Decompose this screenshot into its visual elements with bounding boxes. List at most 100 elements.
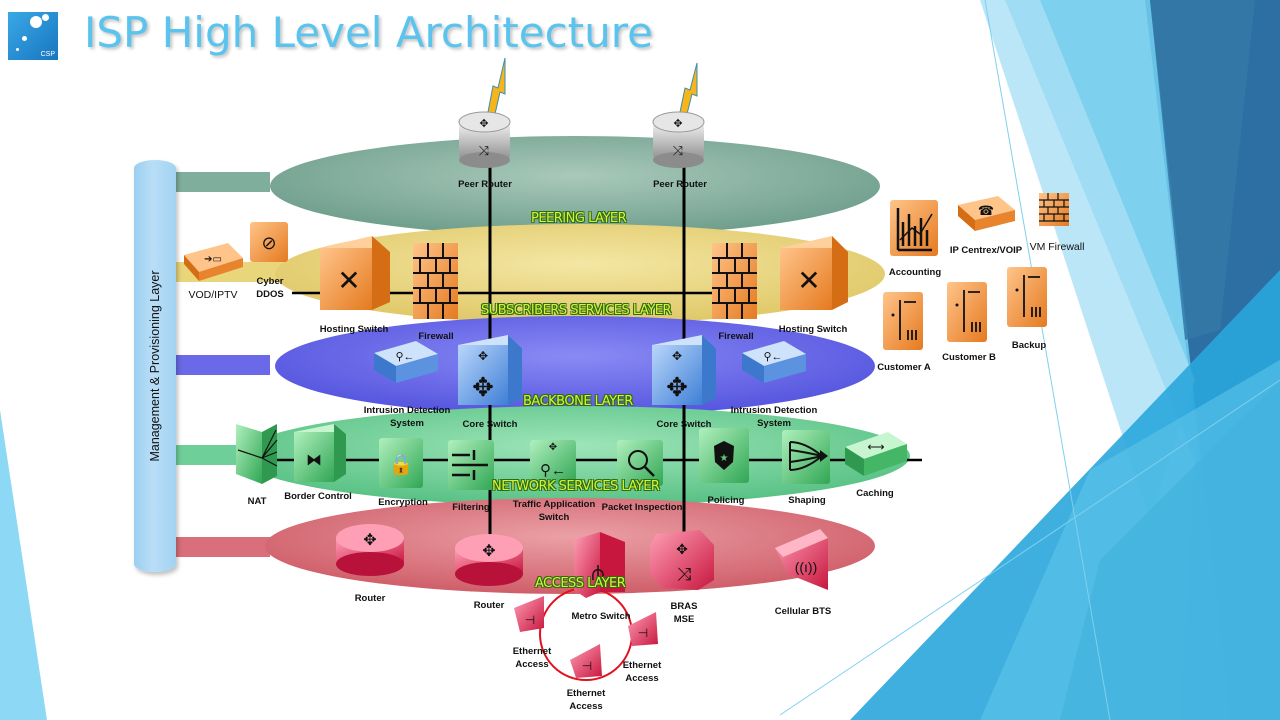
encryption-label: Encryption [378,497,428,508]
router-icon-2[interactable]: ✥ [455,534,523,586]
hosting-switch-label-right: Hosting Switch [778,324,848,335]
bg-shape-bottom-wash [980,360,1280,720]
ethernet-access-label-2a: Ethernet [566,688,606,699]
ip-centrex-voip-label: IP Centrex/VOIP [949,245,1023,256]
vm-firewall-icon[interactable] [1039,193,1069,226]
customer-b-label: Customer B [942,352,996,363]
packet-inspection-label: Packet Inspection [601,502,683,513]
peer-router-label-right: Peer Router [653,179,707,190]
hosting-switch-label-left: Hosting Switch [319,324,389,335]
svg-text:☎: ☎ [978,203,994,218]
peer-router-icon-left[interactable]: ✥ ⤨ [458,111,511,168]
access-layer-ellipse [265,498,875,594]
border-control-label: Border Control [284,491,352,502]
customer-b-server-icon[interactable] [947,282,987,342]
subscribers-layer-title: SUBSCRIBERS SERVICES LAYER [481,303,672,318]
policing-icon[interactable]: ★ [699,428,749,483]
router-icon-1[interactable]: ✥ [336,524,404,576]
svg-text:⊣: ⊣ [525,613,535,627]
svg-text:⧓: ⧓ [306,452,322,469]
svg-text:((ı)): ((ı)) [795,559,818,575]
ethernet-access-icon-3[interactable]: ⊣ [628,612,658,646]
vod-iptv-icon[interactable]: ➔▭ [184,243,243,281]
cyber-ddos-label-line2: DDOS [256,289,284,300]
bras-label-line2: MSE [673,614,695,625]
management-provisioning-label: Management & Provisioning Layer [148,270,162,462]
ip-centrex-voip-icon[interactable]: ☎ [958,196,1015,231]
firewall-icon-left[interactable] [413,243,458,319]
nat-icon[interactable] [236,424,278,484]
page-title: ISP High Level Architecture [84,8,653,57]
ethernet-access-label-3a: Ethernet [622,660,662,671]
router-label-2: Router [473,600,505,611]
peer-router-icon-right[interactable]: ✥ ⤨ [652,111,705,168]
svg-text:✥: ✥ [478,349,488,363]
peer-router-label-left: Peer Router [458,179,512,190]
hosting-switch-icon-right[interactable]: ✕ [780,236,848,310]
metro-switch-icon[interactable]: ⫛ [574,532,625,598]
core-switch-icon-left[interactable]: ✥ ✥ [458,335,522,405]
svg-text:✥: ✥ [676,541,688,557]
firewall-label-right: Firewall [718,331,754,342]
svg-text:✥: ✥ [363,532,376,549]
peering-layer-ellipse [270,136,880,236]
ids-icon-left[interactable]: ⚲← [374,341,438,383]
svg-text:⚲←: ⚲← [540,462,566,479]
bg-thin-line-1 [984,0,1111,720]
access-layer-title: ACCESS LAYER [535,576,626,591]
bg-shape-dark-band [1150,0,1255,340]
core-switch-label-left: Core Switch [462,419,518,430]
caching-icon[interactable]: ⟷ [845,432,907,476]
shaping-icon[interactable] [782,430,830,484]
hosting-switch-icon-left[interactable]: ✕ [320,236,390,310]
ids-icon-right[interactable]: ⚲← [742,341,806,383]
ids-label-left-line1: Intrusion Detection [363,405,451,416]
mgmt-connector-backbone [176,355,270,375]
mgmt-connector-peering [176,172,270,192]
svg-text:➔▭: ➔▭ [204,254,222,265]
ethernet-access-icon-2[interactable]: ⊣ [570,644,602,678]
lightning-icon-left [487,57,506,115]
cyber-ddos-icon[interactable]: ⊘ [250,222,288,262]
firewall-icon-right[interactable] [712,243,757,319]
ethernet-access-icon-1[interactable]: ⊣ [514,596,544,632]
svg-text:✥: ✥ [549,442,557,453]
bg-shape-left [0,410,47,720]
traffic-app-switch-label-line1: Traffic Application [512,499,596,510]
customer-a-server-icon[interactable] [883,292,923,350]
customer-a-label: Customer A [877,362,931,373]
accounting-icon[interactable] [890,200,938,256]
core-switch-label-right: Core Switch [656,419,712,430]
mgmt-connector-access [176,537,270,557]
backup-label: Backup [1011,340,1047,351]
firewall-label-left: Firewall [418,331,454,342]
svg-text:✕: ✕ [337,265,360,296]
bras-mse-icon[interactable]: ✥ ⤨ [650,530,714,590]
metro-switch-label: Metro Switch [571,611,631,622]
svg-text:⚲←: ⚲← [763,351,782,363]
traffic-application-switch-icon[interactable]: ✥ ⚲← [530,440,576,484]
logo-text: CSP [40,51,55,58]
backbone-layer-ellipse [275,316,875,416]
management-provisioning-bar [134,160,176,572]
ethernet-access-label-2b: Access [569,701,603,712]
encryption-icon[interactable]: 🔒 [379,438,423,488]
cellular-bts-icon[interactable]: ((ı)) [775,529,828,590]
bg-thin-line-2 [779,379,1280,716]
core-switch-icon-right[interactable]: ✥ ✥ [652,335,716,405]
bras-label-line1: BRAS [670,601,698,612]
accounting-label: Accounting [888,267,942,278]
backup-server-icon[interactable] [1007,267,1047,327]
peering-layer-title: PEERING LAYER [531,211,627,226]
vod-iptv-label: VOD/IPTV [188,289,238,301]
filtering-icon[interactable] [448,440,494,490]
border-control-icon[interactable]: ⧓ [294,424,346,482]
cyber-ddos-label-line1: Cyber [256,276,284,287]
packet-inspection-icon[interactable] [617,440,663,486]
bg-shape-light-wedge [980,0,1195,520]
ids-label-right-line2: System [757,418,791,429]
svg-text:✥: ✥ [672,349,682,363]
csp-logo: CSP [8,12,58,60]
